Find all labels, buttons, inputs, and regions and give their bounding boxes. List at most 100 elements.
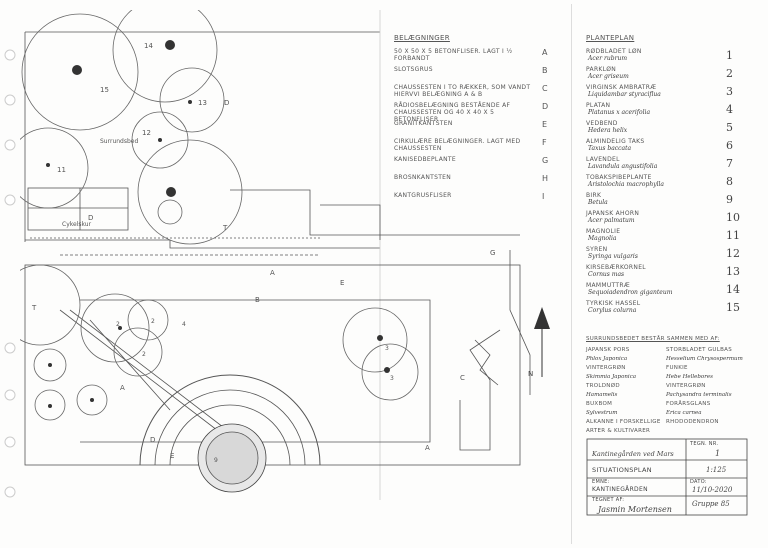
surround-plant-right: Erica carnea <box>666 410 702 416</box>
plant-common-name: Mammuttræ <box>586 282 630 289</box>
scale: 1:125 <box>706 466 727 474</box>
tree-3a <box>342 307 408 373</box>
plant-list: Planteplan Rødbladet lønAcer rubrum1Park… <box>586 34 746 334</box>
plant-number: 11 <box>726 229 740 242</box>
plant-common-name: Tyrkisk hassel <box>586 300 641 307</box>
legend-row: Rådiosbelægning bestående af chaussesten… <box>394 102 534 123</box>
plant-latin-name: Betula <box>588 199 608 206</box>
plant-common-name: Virginsk ambratræ <box>586 84 657 91</box>
legend-row: 50 x 50 x 5 betonfliser. lagt i ½ forban… <box>394 48 534 62</box>
plant-latin-name: Acer palmatum <box>588 217 635 224</box>
title-block-frame <box>586 438 748 516</box>
surround-plant-right: Hesselium Chrysospermum <box>666 356 743 362</box>
legend-row-letter: H <box>542 174 549 183</box>
shrub-1a <box>33 348 67 382</box>
shrub-1c <box>76 384 108 416</box>
legend-row: Cirkulære belægninger. lagt med chausses… <box>394 138 534 152</box>
svg-text:3: 3 <box>390 375 394 382</box>
plant-latin-name: Aristolochia macrophylla <box>588 181 664 188</box>
legend-row-letter: I <box>542 192 545 201</box>
plant-common-name: Magnolie <box>586 228 621 235</box>
surround-plant-right: Pachysandra terminalis <box>666 392 732 398</box>
surround-plant-left: Buxbom <box>586 401 613 407</box>
legend-row-text: Rådiosbelægning bestående af chaussesten… <box>394 102 511 123</box>
plant-common-name: Lavendel <box>586 156 620 163</box>
svg-text:E: E <box>170 452 174 460</box>
tree-3b <box>361 343 419 401</box>
surround-plant-right: Vintergrøn <box>666 383 706 389</box>
plant-common-name: Syren <box>586 246 608 253</box>
sheet-divider <box>571 4 572 544</box>
drawn-by: Jasmin Mortensen <box>598 505 672 514</box>
surround-plant-left: Troldnød <box>586 383 620 389</box>
svg-text:15: 15 <box>100 86 109 94</box>
surround-bed-list: Surrundsbedet består sammen med af: Japa… <box>586 336 746 436</box>
plant-latin-name: Liquidambar styraciflua <box>588 91 661 98</box>
svg-text:13: 13 <box>198 99 207 107</box>
plant-number: 4 <box>726 103 733 116</box>
legend-row: Chaussesten i to rækker, som vandt hierv… <box>394 84 534 98</box>
surround-plant-left: Hamamelis <box>586 392 618 398</box>
north-arrow <box>534 307 550 377</box>
surround-plant-left: Sylvestrum <box>586 410 618 416</box>
legend-row-letter: G <box>542 156 549 165</box>
tree-2a <box>80 293 150 363</box>
legend-row-letter: D <box>542 102 549 111</box>
plant-latin-name: Syringa vulgaris <box>588 253 638 260</box>
legend-row-letter: E <box>542 120 548 129</box>
plant-latin-name: Magnolia <box>588 235 617 242</box>
svg-text:T: T <box>31 304 37 312</box>
plant-number: 9 <box>726 193 733 206</box>
tree-2b <box>127 299 169 341</box>
tree-11 <box>20 127 89 209</box>
svg-text:A: A <box>120 384 125 392</box>
drawing-no-label: Tegn. nr. <box>690 441 719 447</box>
group: Gruppe 85 <box>692 500 730 508</box>
date-label: Dato: <box>690 479 707 485</box>
carport-label: Cykelskur <box>62 221 92 228</box>
plant-latin-name: Lavandula angustifolia <box>588 163 658 170</box>
plant-number: 1 <box>726 49 733 62</box>
svg-text:B: B <box>255 296 260 304</box>
plant-number: 2 <box>726 67 733 80</box>
svg-text:4: 4 <box>182 321 186 328</box>
surround-bed-label: Surrundsbed <box>100 138 138 145</box>
plant-common-name: Birk <box>586 192 602 199</box>
legend-row: Slotsgrus <box>394 66 534 73</box>
plant-common-name: Kirsebærkornel <box>586 264 646 271</box>
emne-label: Emne: <box>592 479 610 485</box>
drawing-no: 1 <box>715 449 721 458</box>
plant-common-name: Tobakspibeplante <box>586 174 652 181</box>
legend-row-text: Granitkantsten <box>394 120 453 127</box>
legend-row-text: 50 x 50 x 5 betonfliser. lagt i ½ forban… <box>394 48 513 62</box>
svg-text:E: E <box>340 279 344 287</box>
plant-latin-name: Cornus mas <box>588 271 625 278</box>
legend-row-letter: C <box>542 84 548 93</box>
legend-row-letter: B <box>542 66 548 75</box>
legend-row-letter: F <box>542 138 547 147</box>
plant-common-name: Rødbladet løn <box>586 48 642 55</box>
svg-text:D: D <box>224 99 229 107</box>
tree-9-canopy <box>137 139 243 245</box>
plant-latin-name: Hedera helix <box>588 127 628 134</box>
plant-number: 5 <box>726 121 733 134</box>
svg-text:11: 11 <box>57 166 66 174</box>
svg-text:14: 14 <box>144 42 153 50</box>
plant-number: 6 <box>726 139 733 152</box>
surround-plant-right: Storbladet Gulbas <box>666 347 733 353</box>
legend-title: Belægninger <box>394 34 450 42</box>
svg-text:2: 2 <box>116 321 120 328</box>
legend-row-text: Kantgrusfliser <box>394 192 452 199</box>
plant-number: 13 <box>726 265 740 278</box>
circular-paving <box>139 374 321 466</box>
svg-text:A: A <box>425 444 430 452</box>
building-upper-bottom <box>25 239 380 249</box>
svg-text:12: 12 <box>142 129 151 137</box>
svg-text:D: D <box>88 214 93 222</box>
svg-text:A: A <box>270 269 275 277</box>
plant-number: 15 <box>726 301 740 314</box>
surround-plant-right: Funkie <box>666 365 688 371</box>
plant-number: 7 <box>726 157 733 170</box>
legend-row-text: Slotsgrus <box>394 66 433 73</box>
